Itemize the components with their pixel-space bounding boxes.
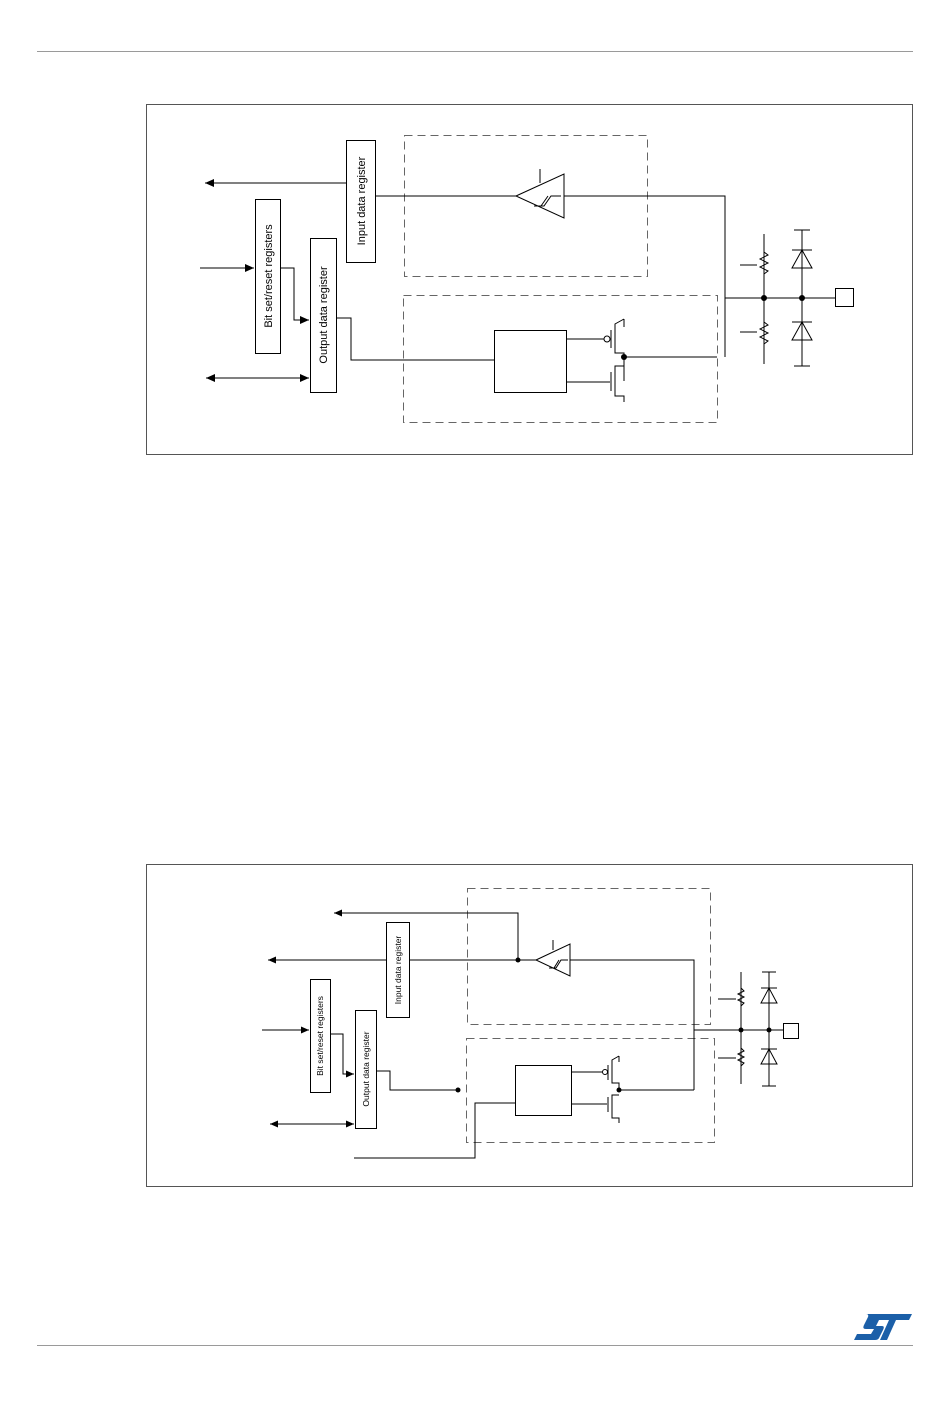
input-driver-dashed-box [405,136,648,277]
output-control-box [495,331,567,393]
output-data-register-label: Output data register [318,266,330,364]
figure-frame [147,105,913,455]
output-driver-dashed-box [404,296,718,423]
input-driver-dashed-box-2 [468,889,711,1025]
schmitt-trigger-icon [534,196,561,206]
input-data-register-label-2: Input data register [393,936,403,1005]
bitset-register-label-2: Bit set/reset registers [315,996,325,1076]
st-logo-shape [854,1314,912,1340]
io-pin-pad-2 [784,1024,799,1039]
figure-alternate-function-diagram: Input data register Bit set/reset regist… [0,850,950,1200]
figure-frame-2 [147,865,913,1187]
bitset-to-output-link [281,268,309,320]
io-pin-pad [836,289,854,307]
alternate-input-arrow [334,913,518,960]
bitset-to-output-link-2 [331,1034,354,1074]
st-logo-icon [852,1312,914,1342]
alternate-output-line [354,1103,515,1158]
figure-output-mode-diagram: Input data register Bit set/reset regist… [0,0,950,470]
schmitt-trigger-icon-2 [549,960,568,968]
output-data-register-label-2: Output data register [361,1031,371,1106]
input-data-register-label: Input data register [356,156,368,245]
output-control-box-2 [516,1066,572,1116]
bitset-register-label: Bit set/reset registers [263,224,275,328]
pmos-gate-bubble [604,336,610,342]
footer-rule [37,1345,913,1346]
